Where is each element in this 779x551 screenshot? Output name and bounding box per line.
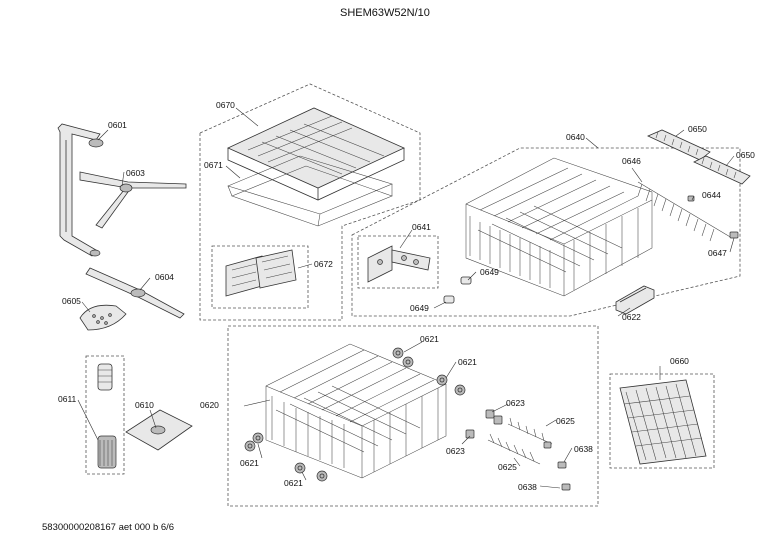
callout-0638-b: 0638 xyxy=(518,482,537,492)
part-0603-upper-spray-arm xyxy=(79,171,187,229)
callout-0640: 0640 xyxy=(566,132,585,142)
callout-0671: 0671 xyxy=(204,160,223,170)
callout-0610: 0610 xyxy=(135,400,154,410)
part-0671-tray-frame xyxy=(227,155,393,227)
callout-0621-c: 0621 xyxy=(240,458,259,468)
part-0622-handle xyxy=(615,285,655,315)
part-0646-tine-row xyxy=(637,181,739,242)
part-0650-cup-shelf xyxy=(647,129,751,185)
callout-0621-b: 0621 xyxy=(458,357,477,367)
callout-0621-a: 0621 xyxy=(420,334,439,344)
group-box-filter xyxy=(85,355,125,475)
group-box-cutlery-tray xyxy=(199,83,421,321)
callout-0611: 0611 xyxy=(58,394,77,404)
callout-0672: 0672 xyxy=(314,259,333,269)
callout-0649-b: 0649 xyxy=(410,303,429,313)
callout-0623-b: 0623 xyxy=(446,446,465,456)
part-0660-silverware-basket xyxy=(619,379,707,465)
part-0670-cutlery-tray xyxy=(227,107,405,201)
leader-lines xyxy=(77,107,735,489)
callout-0603: 0603 xyxy=(126,168,145,178)
group-box-tray-parts xyxy=(211,245,309,309)
group-box-rack-parts xyxy=(357,235,439,289)
callout-0647: 0647 xyxy=(708,248,727,258)
part-0611-filter xyxy=(97,363,117,469)
diagram-title: SHEM63W52N/10 xyxy=(340,7,430,19)
part-0601-supply-tube xyxy=(57,123,104,257)
callout-0604: 0604 xyxy=(155,272,174,282)
part-0605-spray-arm-cover xyxy=(79,304,127,331)
part-0621-rack-wheels xyxy=(244,347,466,482)
part-0620-lower-rack xyxy=(265,343,447,479)
callout-0625-b: 0625 xyxy=(498,462,517,472)
callout-0650-a: 0650 xyxy=(688,124,707,134)
callout-0644: 0644 xyxy=(702,190,721,200)
callout-0623-a: 0623 xyxy=(506,398,525,408)
group-box-silverware-basket xyxy=(609,373,715,469)
part-0640-upper-rack xyxy=(465,157,653,297)
callout-0605: 0605 xyxy=(62,296,81,306)
callout-0641: 0641 xyxy=(412,222,431,232)
callout-0625-a: 0625 xyxy=(556,416,575,426)
callout-labels: 0601 0603 0604 0605 0610 0611 0620 0621 … xyxy=(58,100,755,492)
part-0625-tine-rows xyxy=(487,417,553,465)
callout-0601: 0601 xyxy=(108,120,127,130)
callout-0650-b: 0650 xyxy=(736,150,755,160)
part-0641-rack-adjuster xyxy=(367,245,431,283)
callout-0638-a: 0638 xyxy=(574,444,593,454)
callout-0621-d: 0621 xyxy=(284,478,303,488)
part-0610-filter-plate xyxy=(125,409,193,451)
callout-0646: 0646 xyxy=(622,156,641,166)
part-0638-stoppers xyxy=(557,461,571,491)
group-box-lower-rack xyxy=(227,325,599,507)
diagram-footer: 58300000208167 aet 000 b 6/6 xyxy=(42,522,174,533)
callout-0622: 0622 xyxy=(622,312,641,322)
group-box-upper-rack xyxy=(351,147,741,317)
callout-0620: 0620 xyxy=(200,400,219,410)
callout-0670: 0670 xyxy=(216,100,235,110)
part-0623-clips xyxy=(465,409,503,439)
callout-0649-a: 0649 xyxy=(480,267,499,277)
callout-0660: 0660 xyxy=(670,356,689,366)
part-0649-rack-stop xyxy=(443,276,472,304)
part-0672-tray-clips xyxy=(225,249,297,297)
